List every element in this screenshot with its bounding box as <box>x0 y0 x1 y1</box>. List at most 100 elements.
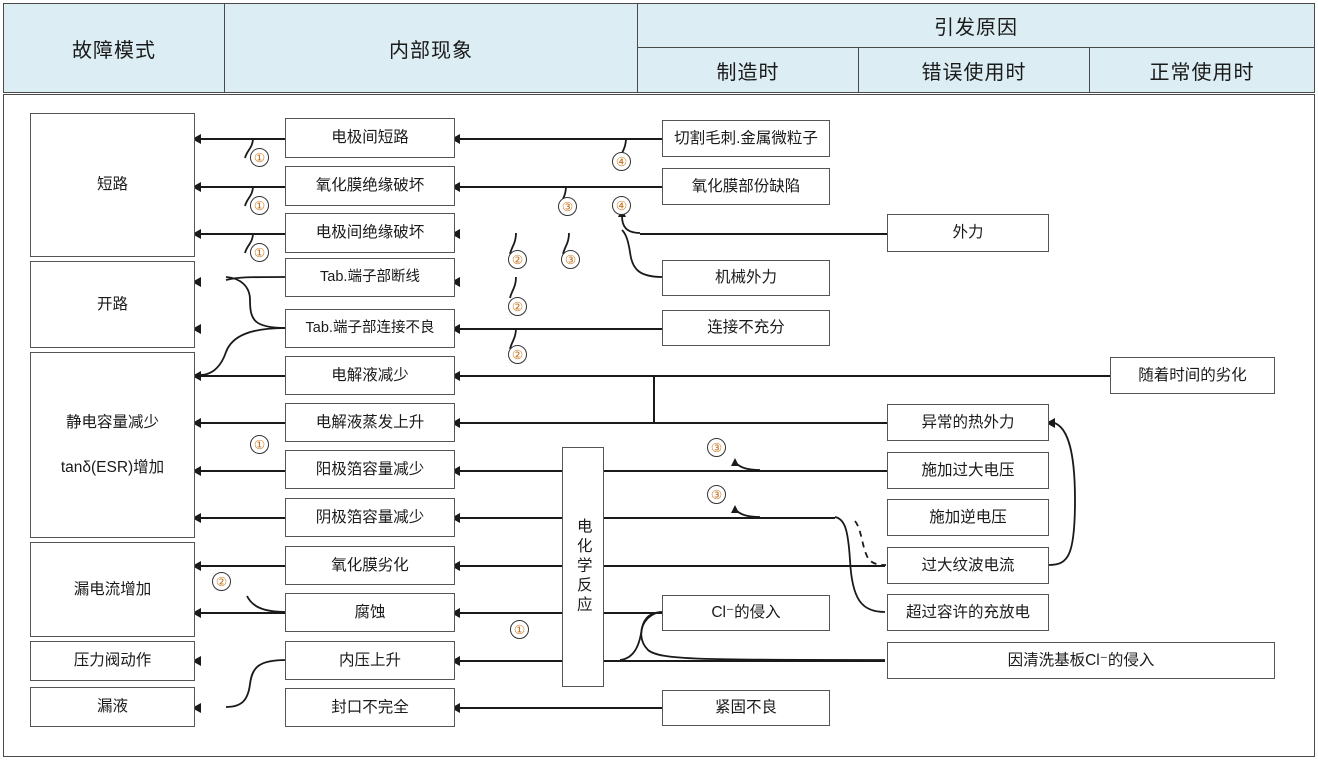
cause-oxide-film-partial-defect-label: 氧化膜部份缺陷 <box>691 177 801 195</box>
phenomenon-cathode-foil-capacitance-decrease-label: 阴极箔容量减少 <box>315 508 425 526</box>
electrochemical-reaction-label: 电化学反应 <box>574 518 592 616</box>
cause-cutting-burr-metal-particles[interactable]: 切割毛刺.金属微粒子 <box>662 120 830 157</box>
header-at-normal-use-label: 正常使用时 <box>1149 61 1255 84</box>
line-leak-1 <box>196 565 286 567</box>
line-cause-corrosion <box>455 612 663 614</box>
phenomenon-electrolyte-evaporation-rise[interactable]: 电解液蒸发上升 <box>285 403 455 442</box>
header-internal-phenomenon: 内部现象 <box>224 3 638 93</box>
arrowhead-cause-short3 <box>451 229 460 239</box>
marker-1-e: ① <box>510 620 529 639</box>
header-failure-mode-label: 故障模式 <box>72 39 156 62</box>
phenomenon-cathode-foil-capacitance-decrease[interactable]: 阴极箔容量减少 <box>285 498 455 537</box>
phenomenon-internal-pressure-rise[interactable]: 内压上升 <box>285 641 455 680</box>
cause-excessive-ripple-current[interactable]: 过大纹波电流 <box>887 547 1049 584</box>
phenomenon-tab-terminal-poor-connection[interactable]: Tab.端子部连接不良 <box>285 309 455 348</box>
header-failure-mode: 故障模式 <box>3 3 225 93</box>
cause-excessive-voltage-applied-label: 施加过大电压 <box>921 461 1015 479</box>
cause-reverse-voltage-applied[interactable]: 施加逆电压 <box>887 499 1049 536</box>
phenomenon-anode-foil-capacitance-decrease[interactable]: 阳极箔容量减少 <box>285 450 455 489</box>
header-trigger-cause: 引发原因 <box>637 3 1315 48</box>
cause-cl-ion-intrusion[interactable]: Cl⁻的侵入 <box>662 595 830 631</box>
marker-4-b-label: ④ <box>615 198 628 213</box>
phenomenon-corrosion-label: 腐蚀 <box>354 603 386 621</box>
cause-poor-tightening-label: 紧固不良 <box>714 699 777 717</box>
cause-cutting-burr-metal-particles-label: 切割毛刺.金属微粒子 <box>674 129 818 147</box>
cause-cl-ion-intrusion-label: Cl⁻的侵入 <box>711 604 781 622</box>
failure-mode-liquid-leak[interactable]: 漏液 <box>30 687 195 727</box>
cause-excessive-voltage-applied[interactable]: 施加过大电压 <box>887 452 1049 489</box>
arrowhead-cause-short1 <box>451 134 460 144</box>
cause-degradation-over-time-label: 随着时间的劣化 <box>1138 366 1247 384</box>
marker-2-c-label: ② <box>511 347 524 362</box>
line-cause-oxidedeg <box>455 565 885 567</box>
line-cap-2 <box>196 422 286 424</box>
electrochemical-reaction-box[interactable]: 电化学反应 <box>562 447 604 687</box>
marker-3-b-label: ③ <box>564 252 577 267</box>
arrowhead-cause-tabbreak <box>451 277 460 287</box>
line-cap-1 <box>196 375 286 377</box>
phenomenon-inter-electrode-short-label: 电极间短路 <box>331 129 409 147</box>
failure-mode-leakage-current-increase-label: 漏电流增加 <box>73 580 152 598</box>
marker-1-c-label: ① <box>253 245 266 260</box>
marker-3-c-label: ③ <box>710 440 723 455</box>
marker-1-b: ① <box>250 196 269 215</box>
phenomenon-inter-electrode-short[interactable]: 电极间短路 <box>285 118 455 158</box>
cause-cl-intrusion-from-board-cleaning[interactable]: 因清洗基板Cl⁻的侵入 <box>887 642 1275 679</box>
phenomenon-tab-terminal-wire-break[interactable]: Tab.端子部断线 <box>285 258 455 297</box>
header-at-manufacturing: 制造时 <box>637 47 859 93</box>
cause-insufficient-connection[interactable]: 连接不充分 <box>662 310 830 346</box>
failure-mode-leakage-current-increase[interactable]: 漏电流增加 <box>30 542 195 637</box>
cause-cl-intrusion-from-board-cleaning-label: 因清洗基板Cl⁻的侵入 <box>1007 651 1155 669</box>
cause-mechanical-external-force-label: 机械外力 <box>714 269 777 287</box>
cause-poor-tightening[interactable]: 紧固不良 <box>662 690 830 726</box>
phenomenon-inter-electrode-insulation-breakdown[interactable]: 电极间绝缘破坏 <box>285 213 455 253</box>
marker-4-a-label: ④ <box>615 154 628 169</box>
header-at-manufacturing-label: 制造时 <box>716 61 780 84</box>
marker-3-c: ③ <box>707 438 726 457</box>
arrowhead-liquidleak <box>192 703 201 713</box>
line-cause-electrolyte-decrease <box>455 375 1110 377</box>
phenomenon-tab-terminal-wire-break-label: Tab.端子部断线 <box>320 269 420 286</box>
arrowhead-valve <box>192 656 201 666</box>
marker-3-d-label: ③ <box>710 487 723 502</box>
cause-degradation-over-time[interactable]: 随着时间的劣化 <box>1110 357 1275 394</box>
cause-over-allowed-charge-discharge[interactable]: 超过容许的充放电 <box>887 594 1049 631</box>
line-short-1 <box>196 138 286 140</box>
cause-abnormal-thermal-external-force[interactable]: 异常的热外力 <box>887 404 1049 441</box>
arrowhead-cause-oxidedeg <box>451 561 460 571</box>
cause-mechanical-external-force[interactable]: 机械外力 <box>662 260 830 296</box>
failure-mode-capacitance-decrease-label: 静电容量减少 <box>65 413 159 431</box>
phenomenon-oxide-film-insulation-breakdown[interactable]: 氧化膜绝缘破坏 <box>285 166 455 206</box>
header-trigger-cause-label: 引发原因 <box>934 17 1018 39</box>
phenomenon-electrolyte-decrease[interactable]: 电解液减少 <box>285 356 455 395</box>
failure-mode-open-circuit[interactable]: 开路 <box>30 261 195 348</box>
line-short-3 <box>196 233 286 235</box>
cause-oxide-film-partial-defect[interactable]: 氧化膜部份缺陷 <box>662 168 830 205</box>
cause-external-force[interactable]: 外力 <box>887 214 1049 252</box>
failure-mode-short-circuit[interactable]: 短路 <box>30 113 195 257</box>
arrowhead-cap-3 <box>192 466 201 476</box>
marker-3-a-label: ③ <box>561 199 574 214</box>
failure-mode-capacitance-decrease[interactable]: 静电容量减少 tanδ(ESR)增加 <box>30 352 195 538</box>
arrowhead-cause-short2 <box>451 182 460 192</box>
arrowhead-short-1 <box>192 134 201 144</box>
arrowhead-short-3 <box>192 229 201 239</box>
marker-2-d: ② <box>212 572 231 591</box>
marker-3-b: ③ <box>561 250 580 269</box>
phenomenon-electrolyte-decrease-label: 电解液减少 <box>331 366 409 384</box>
line-cause-short2 <box>455 186 663 188</box>
phenomenon-oxide-film-degradation-label: 氧化膜劣化 <box>331 556 409 574</box>
phenomenon-oxide-film-degradation[interactable]: 氧化膜劣化 <box>285 546 455 585</box>
marker-1-c: ① <box>250 243 269 262</box>
arrowhead-up-3-anode <box>731 458 739 466</box>
header-at-normal-use: 正常使用时 <box>1089 47 1315 93</box>
arrowhead-cause-corrosion <box>451 608 460 618</box>
failure-mode-pressure-valve-operation[interactable]: 压力阀动作 <box>30 641 195 681</box>
phenomenon-corrosion[interactable]: 腐蚀 <box>285 593 455 632</box>
marker-1-e-label: ① <box>513 622 526 637</box>
marker-2-b: ② <box>508 297 527 316</box>
failure-mode-open-circuit-label: 开路 <box>96 295 128 313</box>
phenomenon-incomplete-sealing[interactable]: 封口不完全 <box>285 688 455 727</box>
marker-2-a: ② <box>508 250 527 269</box>
cause-insufficient-connection-label: 连接不充分 <box>707 319 785 337</box>
